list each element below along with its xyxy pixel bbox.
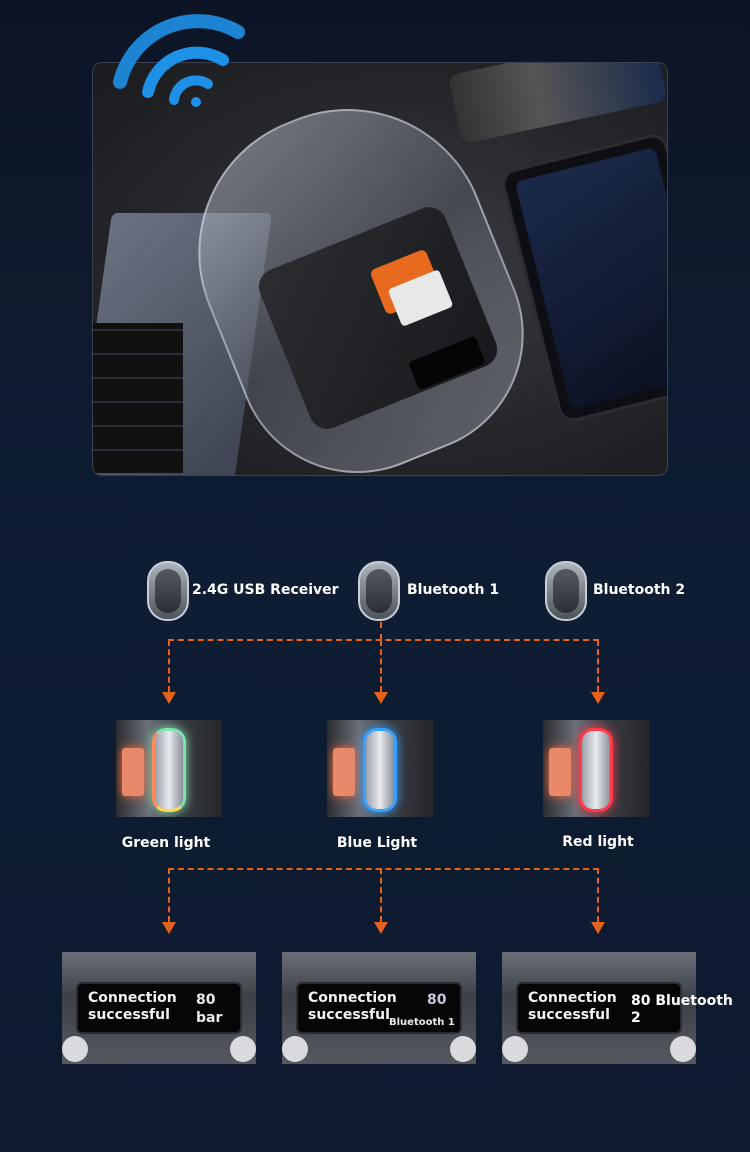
screen-usb: Connection successful 80 bar xyxy=(62,952,256,1064)
connector-line xyxy=(380,868,382,922)
connector-line xyxy=(380,640,382,692)
arrow-down-icon xyxy=(591,922,605,934)
connector-line xyxy=(168,640,170,692)
status-text: Connection successful xyxy=(528,990,617,1023)
arrow-down-icon xyxy=(374,922,388,934)
arrow-down-icon xyxy=(162,692,176,704)
arrow-down-icon xyxy=(162,922,176,934)
screen-value: Bluetooth 1 xyxy=(389,1017,455,1028)
screen-value: bar xyxy=(196,1010,223,1026)
connector-line xyxy=(597,640,599,692)
phone xyxy=(448,63,667,145)
green-light-image xyxy=(116,720,222,817)
connector-line xyxy=(168,868,599,870)
status-text: Connection successful xyxy=(88,990,177,1023)
keyboard xyxy=(93,323,183,473)
screen-bt1: Connection successful 80 Bluetooth 1 xyxy=(282,952,476,1064)
screen-value: 80 Bluetooth xyxy=(631,993,733,1009)
mode-switch-icon xyxy=(147,561,189,621)
mode-label-bt1: Bluetooth 1 xyxy=(407,582,500,598)
mode-label-bt2: Bluetooth 2 xyxy=(593,582,686,598)
arrow-down-icon xyxy=(374,692,388,704)
screen-value: 80 xyxy=(427,992,447,1008)
product-photo xyxy=(92,62,668,476)
tablet xyxy=(499,131,667,425)
connector-line xyxy=(168,639,599,641)
screen-bt2: Connection successful 80 Bluetooth 2 xyxy=(502,952,733,1064)
mode-switch-icon xyxy=(358,561,400,621)
red-light-image xyxy=(543,720,649,817)
wifi-icon xyxy=(113,14,245,107)
connector-line xyxy=(168,868,170,922)
blue-light-image xyxy=(327,720,433,817)
screen-value: 80 xyxy=(196,992,216,1008)
light-label-blue: Blue Light xyxy=(336,835,418,851)
connector-line xyxy=(380,622,382,640)
status-text: Connection successful xyxy=(308,990,397,1023)
mode-label-usb: 2.4G USB Receiver xyxy=(192,582,339,598)
connector-line xyxy=(597,868,599,922)
light-label-red: Red light xyxy=(562,834,634,850)
mode-switch-icon xyxy=(545,561,587,621)
light-label-green: Green light xyxy=(121,835,211,851)
screen-value: 2 xyxy=(631,1010,641,1026)
arrow-down-icon xyxy=(591,692,605,704)
